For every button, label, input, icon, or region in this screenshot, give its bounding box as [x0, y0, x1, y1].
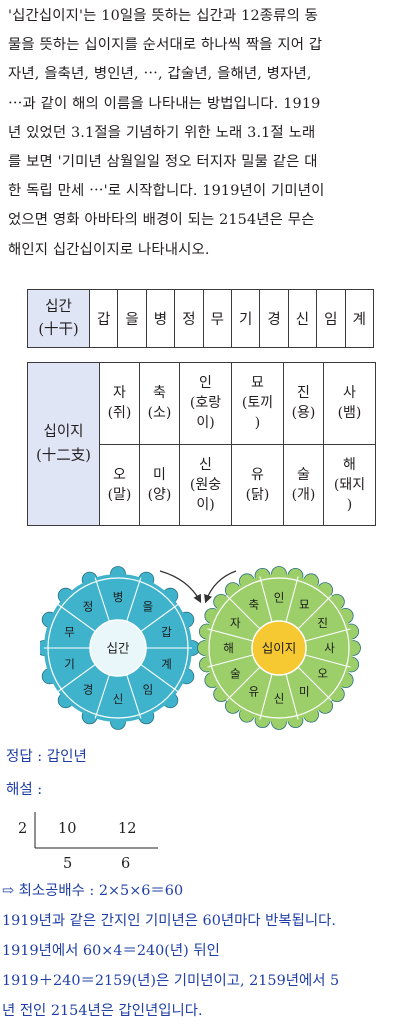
- problem-line: 었으면 영화 아바타의 배경이 되는 2154년은 무슨: [8, 212, 315, 229]
- sipiji-cell: 사(뱀): [322, 362, 377, 445]
- sipgan-header: 십간 (十干): [27, 289, 90, 348]
- short-division: 2 10 12 5 6: [0, 808, 170, 878]
- quotient-b: 6: [121, 856, 131, 872]
- sipiji-wheel-label: 신: [274, 692, 285, 706]
- sipiji-wheel-label: 묘: [299, 597, 310, 611]
- problem-line: 해인지 십간십이지로 나타내시오.: [8, 241, 210, 258]
- sipiji-wheel-label: 오: [317, 666, 328, 680]
- sipgan-cell: 을: [117, 289, 147, 348]
- answer-line: 정답 : 갑인년: [6, 749, 87, 765]
- problem-line: 년 있었던 3.1절을 기념하기 위한 노래 3.1절 노래: [8, 124, 316, 141]
- sipiji-wheel-label: 해: [223, 641, 234, 655]
- sipgan-wheel-label: 경: [83, 682, 94, 696]
- sipiji-wheel-label: 축: [248, 597, 259, 611]
- sipiji-wheel-label: 미: [299, 685, 310, 699]
- sipiji-cell: 자(쥐): [99, 362, 140, 445]
- explanation-line: 1919년과 같은 간지인 기미년은 60년마다 반복됩니다.: [2, 913, 336, 929]
- sipgan-cell: 갑: [88, 289, 119, 348]
- sipgan-cell: 병: [145, 289, 176, 348]
- sipgan-cell: 무: [202, 289, 232, 348]
- problem-line: 한 독립 만세 ⋯'로 시작합니다. 1919년이 기미년이: [8, 183, 325, 200]
- sipiji-wheel-label: 인: [274, 591, 285, 605]
- sipiji-cell: 묘(토끼): [230, 362, 284, 445]
- sipgan-wheel-label: 신: [113, 692, 124, 706]
- sipiji-wheel-label: 진: [317, 616, 328, 630]
- sipgan-wheel-label: 계: [161, 657, 172, 671]
- problem-line: 물을 뜻하는 십이지를 순서대로 하나씩 짝을 지어 갑: [8, 37, 323, 54]
- problem-line: ⋯과 같이 해의 이름을 나타내는 방법입니다. 1919: [8, 95, 321, 112]
- sipgan-cell: 기: [230, 289, 261, 348]
- sipiji-cell: 술(개): [282, 443, 324, 526]
- problem-line: 를 보면 '기미년 삼월일일 정오 터지자 밀물 같은 대: [8, 154, 318, 171]
- sipiji-cell: 축(소): [139, 362, 180, 445]
- sipgan-cell: 계: [344, 289, 375, 348]
- sipiji-cell: 해(돼지): [322, 443, 377, 526]
- explanation-line: 년 전인 2154년은 갑인년입니다.: [2, 1003, 203, 1019]
- sipgan-cell: 경: [259, 289, 289, 348]
- sipgan-cell: 정: [174, 289, 204, 348]
- explanation-line: 1919년에서 60×4＝240(년) 뒤인: [2, 943, 220, 959]
- sipgan-wheel-label: 무: [64, 625, 75, 639]
- problem-line: 자년, 을축년, 병인년, ⋯, 갑술년, 을해년, 병자년,: [8, 66, 312, 83]
- sipiji-header: 십이지 (十二支): [27, 362, 100, 526]
- sipiji-wheel-label: 유: [248, 685, 259, 699]
- sipiji-wheel-label: 자: [230, 616, 241, 630]
- explanation-label: 해설 :: [6, 782, 43, 798]
- sipgan-cell: 신: [287, 289, 318, 348]
- sipiji-wheel-center-label: 십이지: [262, 641, 297, 656]
- rotation-arrow-right: [204, 570, 237, 604]
- sipiji-wheel-label: 술: [230, 666, 241, 680]
- rotation-arrow-left: [159, 570, 202, 604]
- problem-text: '십간십이지'는 10일을 뜻하는 십간과 12종류의 동 물을 뜻하는 십이지…: [8, 2, 394, 265]
- sipiji-cell: 미(양): [139, 443, 180, 526]
- sipgan-wheel-center-label: 십간: [106, 641, 130, 656]
- sipgan-cell: 임: [316, 289, 346, 348]
- sipgan-wheel-label: 갑: [161, 625, 172, 639]
- sipgan-table: 십간 (十干) 갑 을 병 정 무 기 경 신 임 계: [27, 289, 375, 348]
- explanation-text: ⇨ 최소공배수 : 2×5×6＝60 1919년과 같은 간지인 기미년은 60…: [2, 876, 339, 1026]
- sipgan-wheel-label: 을: [143, 600, 154, 614]
- sipiji-cell: 오(말): [99, 443, 140, 526]
- divisor: 2: [18, 821, 28, 837]
- division-bracket: [34, 812, 158, 849]
- sipgan-wheel-label: 병: [113, 590, 124, 604]
- dividend-a: 10: [58, 821, 77, 837]
- dividend-b: 12: [118, 821, 137, 837]
- explanation-line: ⇨ 최소공배수 : 2×5×6＝60: [2, 883, 184, 899]
- sipgan-wheel-label: 정: [83, 600, 94, 614]
- sipiji-wheel-label: 사: [324, 641, 335, 655]
- sipiji-cell: 유(닭): [230, 443, 284, 526]
- quotient-a: 5: [63, 856, 73, 872]
- sipiji-cell: 진(용): [282, 362, 324, 445]
- sipgan-wheel-label: 기: [64, 657, 75, 671]
- problem-line: '십간십이지'는 10일을 뜻하는 십간과 12종류의 동: [8, 8, 319, 24]
- sipgan-wheel-label: 임: [143, 682, 154, 696]
- explanation-line: 1919＋240＝2159(년)은 기미년이고, 2159년에서 5: [2, 973, 340, 989]
